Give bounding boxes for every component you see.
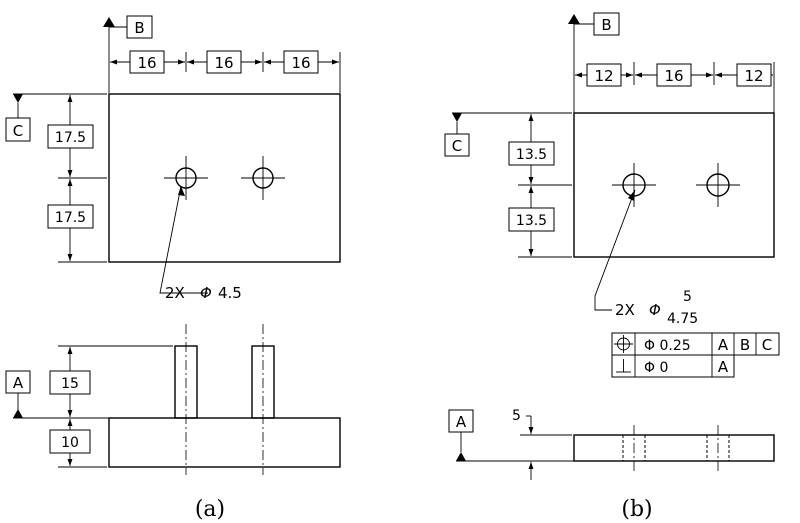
side-dimension-b: 5 [512,408,572,480]
hole-callout-count: 2X [165,284,185,302]
dim-left-2: 17.5 [55,210,86,226]
datum-b-triangle [103,17,115,27]
datum-b-frame [593,12,620,36]
left-dimension-chain-b: 13.5 13.5 [508,114,572,258]
datum-c-triangle [452,113,462,122]
datum-a-label: A [13,374,24,392]
figure-b: B 12 16 12 C [444,12,780,522]
fcf-ref-a: A [718,336,729,354]
datum-a-label: A [456,413,467,431]
datum-c-frame [444,133,470,157]
top-dimension-chain-b: 12 16 12 [573,62,775,113]
datum-c-frame [5,117,31,142]
dim-thickness: 5 [512,408,521,424]
hole-callout-count: 2X [615,301,635,319]
datum-b-label: B [601,16,611,34]
dim-top-1: 16 [137,54,156,72]
datum-b-feature-a: B [103,15,153,52]
datum-c-triangle [13,94,23,103]
datum-b-frame [126,15,153,39]
hole-callout-a: 2X Φ 4.5 [159,185,242,302]
dim-top-3: 16 [291,54,310,72]
datum-c-feature-b: C [444,112,572,157]
lower-limit: 4.75 [667,311,698,327]
datum-c-feature-a: C [5,93,107,142]
plate-top-view-b [573,112,775,258]
fcf-perp-ref-a: A [718,358,729,376]
datum-a-triangle [456,452,466,461]
hole-callout-b: 2X Φ 5 4.75 [594,189,698,327]
hole-callout-size: 4.5 [218,284,242,302]
dim-left-2: 13.5 [516,213,547,229]
fcf-perp-tolerance: Φ 0 [644,360,668,376]
dim-base-height: 10 [61,435,79,451]
fcf-position-tolerance: Φ 0.25 [644,338,691,354]
caption-b: (b) [621,497,652,522]
dim-left-1: 13.5 [516,147,547,163]
left-dimension-chain-a: 17.5 17.5 [47,95,107,263]
plate-side-view [573,434,775,462]
dim-pin-height: 15 [61,376,79,392]
side-view-a [108,324,341,475]
top-dimension-chain-a: 16 16 16 [108,50,341,93]
holes-a [164,156,285,200]
datum-b-label: B [134,19,144,37]
datum-a-feature-a: A [5,370,109,419]
dim-top-1: 12 [594,67,613,85]
caption-a: (a) [195,497,225,522]
figure-a: B 16 16 16 C [5,15,341,522]
datum-a-triangle [13,409,23,418]
perpendicularity-symbol-icon [616,359,631,373]
side-view-b [573,425,775,471]
datum-a-feature-b: A [448,409,574,462]
datum-c-label: C [452,137,462,155]
fcf-position-row [611,332,780,356]
fcf-perpendicularity-row [611,354,735,378]
dim-top-3: 12 [744,67,763,85]
diameter-symbol: Φ [649,301,661,319]
position-symbol-icon [614,335,633,353]
dim-top-2: 16 [214,54,233,72]
dim-top-2: 16 [664,67,683,85]
datum-c-label: C [13,122,23,140]
diameter-symbol: Φ [200,284,212,302]
side-dimensions-a: 15 10 [49,345,173,468]
base-plate-side [108,417,341,468]
plate-top-view-a [108,93,341,263]
feature-control-frame: Φ 0.25 A B C Φ 0 A [611,332,780,378]
dim-left-1: 17.5 [55,130,86,146]
fcf-ref-c: C [762,336,772,354]
fcf-ref-b: B [740,336,750,354]
datum-b-triangle [568,14,580,24]
datum-b-feature-b: B [568,12,620,62]
upper-limit: 5 [683,289,692,305]
